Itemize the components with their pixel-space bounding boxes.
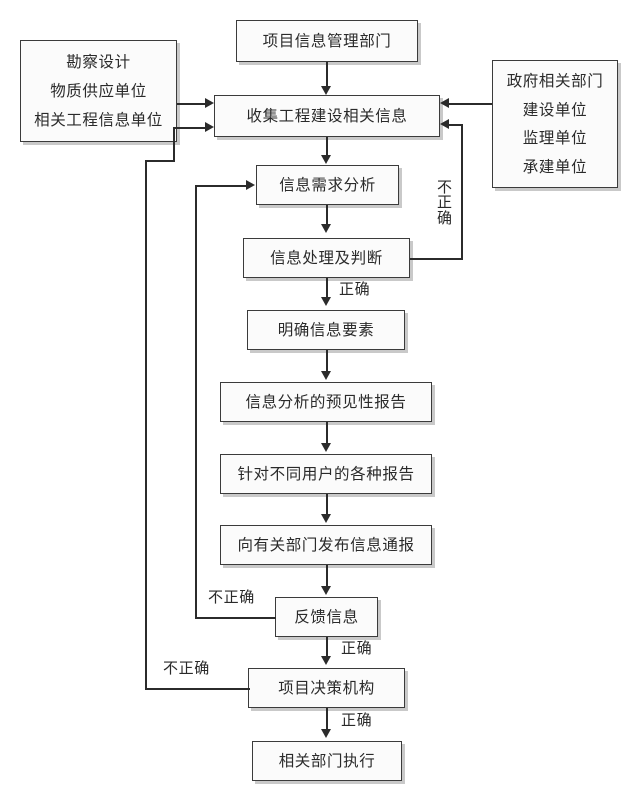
node-process-judge[interactable]: 信息处理及判断 <box>243 238 410 278</box>
arrowhead-left <box>440 97 449 108</box>
node-departments-execute[interactable]: 相关部门执行 <box>252 741 402 781</box>
edge-decision-incorrect-return-h <box>145 160 175 162</box>
edge-process-incorrect-v <box>461 124 463 259</box>
node-project-info-dept[interactable]: 项目信息管理部门 <box>236 20 418 62</box>
edge-decision-incorrect-enter <box>173 127 209 129</box>
arrowhead-down <box>321 371 331 380</box>
edge-process-to-clarify <box>326 278 328 300</box>
arrowhead-down <box>321 514 331 523</box>
node-decision-body[interactable]: 项目决策机构 <box>248 668 405 708</box>
right-source-line-2: 建设单位 <box>522 100 588 119</box>
left-source-line-1: 勘察设计 <box>66 52 131 71</box>
node-right-sources[interactable]: 政府相关部门 建设单位 监理单位 承建单位 <box>492 60 618 188</box>
right-source-line-4: 承建单位 <box>522 157 588 176</box>
node-collect-info[interactable]: 收集工程建设相关信息 <box>214 95 440 137</box>
left-source-line-2: 物质供应单位 <box>50 81 147 100</box>
arrowhead-down <box>321 656 331 665</box>
edge-label-incorrect-decision: 不正确 <box>163 659 210 677</box>
node-label: 信息处理及判断 <box>270 248 383 267</box>
node-label: 相关部门执行 <box>278 751 376 770</box>
arrowhead-right <box>246 179 255 190</box>
node-label: 信息需求分析 <box>279 175 376 194</box>
node-user-reports[interactable]: 针对不同用户的各种报告 <box>220 454 432 494</box>
edge-label-incorrect-right: 不正确 <box>437 178 453 227</box>
left-source-line-3: 相关工程信息单位 <box>34 111 163 130</box>
edge-demand-to-process <box>326 205 328 225</box>
arrowhead-down <box>321 586 331 595</box>
edge-clarify-to-predictive <box>326 350 328 372</box>
node-label: 明确信息要素 <box>277 320 375 339</box>
edge-label-incorrect-feedback: 不正确 <box>208 588 255 606</box>
arrowhead-down <box>321 297 331 306</box>
node-label: 收集工程建设相关信息 <box>246 106 408 125</box>
arrowhead-down <box>321 86 331 95</box>
edge-userreports-to-publish <box>326 494 328 515</box>
edge-leftsources-to-collect <box>177 103 209 105</box>
right-source-line-3: 监理单位 <box>522 129 588 148</box>
node-label: 针对不同用户的各种报告 <box>237 464 415 483</box>
node-left-sources[interactable]: 勘察设计 物质供应单位 相关工程信息单位 <box>20 40 177 142</box>
node-label: 向有关部门发布信息通报 <box>237 535 415 554</box>
edge-feedback-incorrect-v <box>195 185 197 618</box>
arrowhead-down <box>321 729 331 738</box>
edge-rightsources-to-collect <box>449 103 492 105</box>
node-label: 项目信息管理部门 <box>262 31 392 50</box>
node-demand-analysis[interactable]: 信息需求分析 <box>256 165 399 205</box>
edge-label-correct-after-judge: 正确 <box>339 280 371 298</box>
node-predictive-report[interactable]: 信息分析的预见性报告 <box>220 382 432 422</box>
arrowhead-left <box>440 118 449 129</box>
arrowhead-right <box>205 97 214 108</box>
edge-process-incorrect-return <box>449 124 462 126</box>
edge-collect-to-demand <box>326 137 328 156</box>
edge-decision-incorrect-v <box>145 160 147 689</box>
edge-publish-to-feedback <box>326 565 328 586</box>
edge-feedback-incorrect-h <box>195 617 276 619</box>
edge-decision-incorrect-return-v <box>173 127 175 162</box>
arrowhead-down <box>321 224 331 233</box>
node-label: 反馈信息 <box>294 607 359 626</box>
node-feedback[interactable]: 反馈信息 <box>275 597 378 637</box>
node-publish-bulletin[interactable]: 向有关部门发布信息通报 <box>220 525 432 565</box>
arrowhead-right <box>205 121 214 132</box>
arrowhead-down <box>321 155 331 164</box>
node-label: 信息分析的预见性报告 <box>245 392 407 411</box>
right-source-line-1: 政府相关部门 <box>506 72 604 91</box>
edge-decision-to-execute <box>326 708 328 730</box>
edge-label-correct-after-decision: 正确 <box>341 711 373 729</box>
edge-projectinfo-to-collect <box>326 62 328 87</box>
edge-decision-incorrect-h <box>145 688 250 690</box>
edge-label-correct-after-feedback: 正确 <box>341 639 373 657</box>
edge-feedback-incorrect-return <box>195 185 247 187</box>
node-clarify-elements[interactable]: 明确信息要素 <box>247 310 405 350</box>
edge-feedback-to-decision <box>326 637 328 657</box>
node-label: 项目决策机构 <box>278 678 375 697</box>
edge-process-incorrect-h <box>410 258 463 260</box>
arrowhead-down <box>321 443 331 452</box>
edge-predictive-to-userreports <box>326 422 328 444</box>
